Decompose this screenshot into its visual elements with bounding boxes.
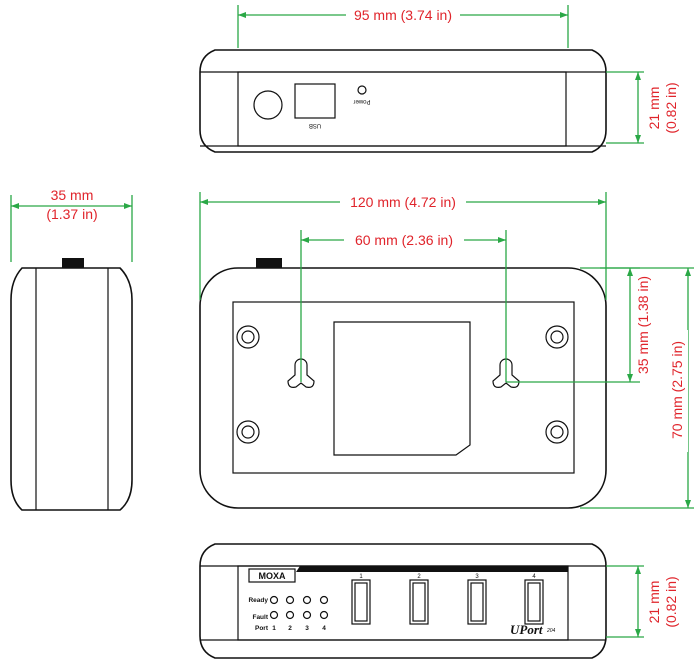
dc-jack-icon xyxy=(253,90,283,120)
usb-port-4-icon xyxy=(524,579,544,625)
dim-hole-spacing: 60 mm (2.36 in) xyxy=(300,230,507,382)
rear-view: USB Power xyxy=(199,49,607,153)
usb-port-icon xyxy=(294,83,336,119)
main-width-label: 120 mm (4.72 in) xyxy=(350,194,456,210)
usb-port-number: 4 xyxy=(532,574,536,580)
usb-port-number: 1 xyxy=(359,574,363,580)
led-indicators xyxy=(269,595,329,620)
side-view xyxy=(10,258,133,511)
ready-label: Ready xyxy=(248,597,268,604)
usb-label: USB xyxy=(309,122,321,128)
label-area xyxy=(333,321,471,456)
led-port-number: 2 xyxy=(288,625,292,632)
power-led-icon xyxy=(357,85,367,95)
usb-port-3-icon xyxy=(467,579,487,625)
port-label: Port xyxy=(255,625,269,632)
bottom-connector-icon xyxy=(256,258,282,268)
usb-port-number: 2 xyxy=(417,574,421,580)
bottom-view xyxy=(199,258,607,509)
top-height-in-label: (0.82 in) xyxy=(663,82,679,133)
side-width-in-label: (1.37 in) xyxy=(46,206,97,222)
usb-ports xyxy=(351,579,544,625)
dim-main-width: 120 mm (4.72 in) xyxy=(199,192,607,300)
dim-top-height: 21 mm (0.82 in) xyxy=(606,71,679,144)
brand-label: MOXA xyxy=(259,571,287,581)
usb-port-number: 3 xyxy=(475,574,479,580)
screw-icon xyxy=(236,325,569,444)
moxa-logo xyxy=(248,568,296,583)
led-port-number: 1 xyxy=(272,625,276,632)
usb-port-1-icon xyxy=(351,579,371,625)
hole-spacing-label: 60 mm (2.36 in) xyxy=(355,232,453,248)
dim-side-width: 35 mm (1.37 in) xyxy=(10,187,133,262)
top-height-mm-label: 21 mm xyxy=(646,87,662,130)
side-width-mm-label: 35 mm xyxy=(51,187,94,203)
top-width-label: 95 mm (3.74 in) xyxy=(354,7,452,23)
front-height-mm-label: 21 mm xyxy=(646,581,662,624)
main-height-label: 70 mm (2.75 in) xyxy=(669,341,685,439)
usb-port-2-icon xyxy=(409,579,429,625)
hole-offset-label: 35 mm (1.38 in) xyxy=(635,276,651,374)
led-port-number: 4 xyxy=(322,625,326,632)
product-label: UPort xyxy=(510,622,543,637)
dim-front-height: 21 mm (0.82 in) xyxy=(606,565,679,638)
dim-main-height: 70 mm (2.75 in) xyxy=(580,267,694,509)
dim-top-width: 95 mm (3.74 in) xyxy=(237,5,569,48)
led-port-number: 3 xyxy=(305,625,309,632)
front-height-in-label: (0.82 in) xyxy=(663,576,679,627)
fault-label: Fault xyxy=(252,614,268,621)
side-connector-icon xyxy=(62,258,84,268)
front-view: MOXA Ready Fault Port 1 2 3 4 1 xyxy=(199,543,607,659)
model-label: 204 xyxy=(546,628,556,634)
power-label: Power xyxy=(353,98,370,104)
